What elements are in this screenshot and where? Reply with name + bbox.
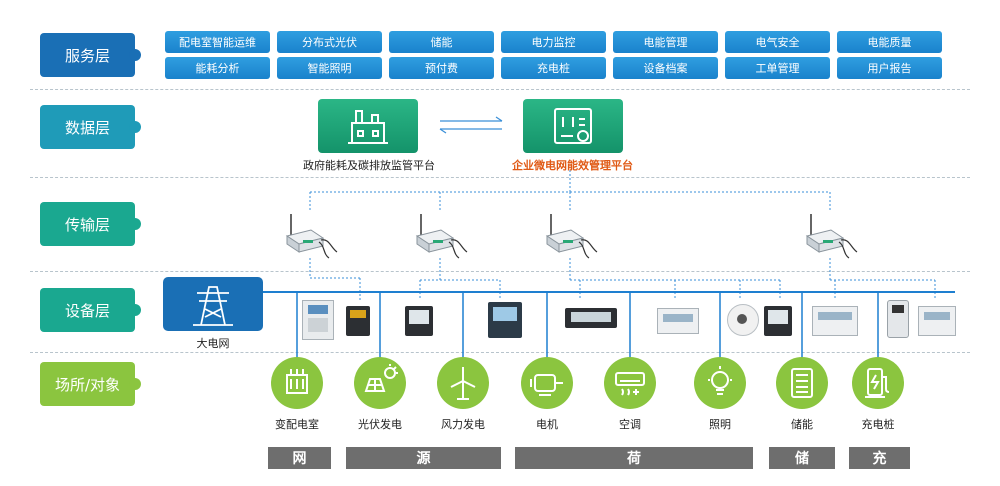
site-label: 变配电室 (275, 418, 319, 431)
battery-icon (776, 357, 828, 409)
site-label: 空调 (619, 418, 641, 431)
motor-icon (521, 357, 573, 409)
layer-label-site: 场所/对象 (40, 362, 141, 406)
solar-panel-icon (354, 357, 406, 409)
service-button[interactable]: 工单管理 (725, 57, 830, 79)
meter-device-icon (764, 306, 792, 336)
service-button[interactable]: 电能质量 (837, 31, 942, 53)
service-button[interactable]: 储能 (389, 31, 494, 53)
category-charge-bar: 充 (849, 447, 910, 469)
service-button[interactable]: 电力监控 (501, 31, 606, 53)
divider (30, 271, 970, 272)
sensor-icon (727, 304, 759, 336)
grid-label: 大电网 (196, 337, 230, 350)
charging-pile-icon (887, 300, 909, 338)
divider (30, 177, 970, 178)
din-meter-icon (657, 308, 699, 334)
layer-label-device: 设备层 (40, 288, 141, 332)
gateway-icon (411, 212, 471, 260)
service-button[interactable]: 用户报告 (837, 57, 942, 79)
din-meter-icon (812, 306, 858, 336)
service-button[interactable]: 预付费 (389, 57, 494, 79)
site-label: 储能 (791, 418, 813, 431)
gateway-icon (801, 212, 861, 260)
din-meter-icon (918, 306, 956, 336)
service-button[interactable]: 充电桩 (501, 57, 606, 79)
site-label: 光伏发电 (358, 418, 402, 431)
divider (30, 352, 970, 353)
power-quality-analyzer-icon (488, 302, 522, 338)
gateway-icon (281, 212, 341, 260)
enterprise-platform-label: 企业微电网能效管理平台 (512, 159, 633, 172)
service-button[interactable]: 智能照明 (277, 57, 382, 79)
light-bulb-icon (694, 357, 746, 409)
wind-turbine-icon (437, 357, 489, 409)
din-meter-icon (565, 308, 617, 328)
air-conditioner-icon (604, 357, 656, 409)
meter-device-icon (346, 306, 370, 336)
protection-relay-icon (302, 300, 334, 340)
divider (30, 89, 970, 90)
layer-label-service: 服务层 (40, 33, 141, 77)
service-button[interactable]: 电气安全 (725, 31, 830, 53)
site-label: 风力发电 (441, 418, 485, 431)
gateway-icon (541, 212, 601, 260)
service-button[interactable]: 能耗分析 (165, 57, 270, 79)
category-grid-bar: 网 (268, 447, 331, 469)
service-button[interactable]: 配电室智能运维 (165, 31, 270, 53)
gov-platform-icon (318, 99, 418, 153)
site-label: 充电桩 (861, 418, 895, 431)
category-storage-bar: 储 (769, 447, 835, 469)
service-button[interactable]: 电能管理 (613, 31, 718, 53)
transformer-icon (271, 357, 323, 409)
gov-platform-label: 政府能耗及碳排放监管平台 (303, 159, 435, 172)
layer-label-transmission: 传输层 (40, 202, 141, 246)
power-grid-icon (163, 277, 263, 331)
service-button[interactable]: 设备档案 (613, 57, 718, 79)
site-label: 照明 (709, 418, 731, 431)
meter-device-icon (405, 306, 433, 336)
category-source-bar: 源 (346, 447, 501, 469)
enterprise-platform-icon (523, 99, 623, 153)
category-load-bar: 荷 (515, 447, 753, 469)
service-button[interactable]: 分布式光伏 (277, 31, 382, 53)
layer-label-data: 数据层 (40, 105, 141, 149)
ev-charger-icon (852, 357, 904, 409)
site-label: 电机 (536, 418, 558, 431)
